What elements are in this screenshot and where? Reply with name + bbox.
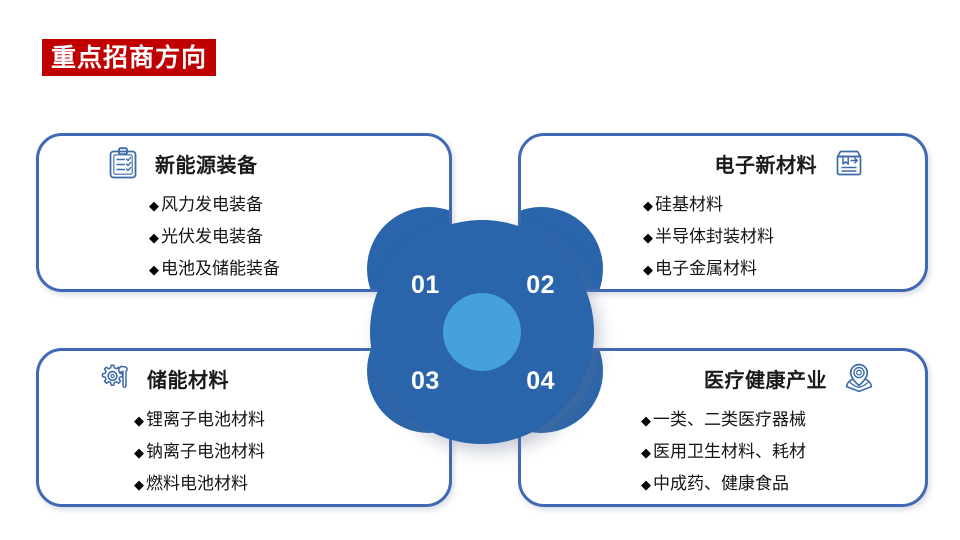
card-bullet-list: ◆ 硅基材料 ◆ 半导体封装材料 ◆ 电子金属材料 — [643, 190, 774, 279]
card-title: 电子新材料 — [714, 154, 817, 177]
list-item-label: 风力发电装备 — [161, 195, 263, 214]
hub-number-02: 02 — [526, 271, 555, 299]
hub-number-04: 04 — [526, 367, 555, 395]
bullet-marker-icon: ◆ — [149, 262, 159, 277]
list-item: ◆ 半导体封装材料 — [643, 222, 774, 247]
list-item-label: 硅基材料 — [655, 195, 723, 214]
list-item: ◆ 钠离子电池材料 — [134, 437, 265, 462]
list-item: ◆ 电池及储能装备 — [149, 254, 280, 279]
location-pin-map-icon — [841, 360, 877, 396]
card-new-energy-equipment[interactable]: 新能源装备 ◆ 风力发电装备 ◆ 光伏发电装备 ◆ 电池及储能装备 — [36, 133, 452, 292]
center-hub-inner-circle — [443, 293, 521, 371]
bullet-marker-icon: ◆ — [134, 413, 144, 428]
card-header: 新能源装备 — [105, 145, 258, 181]
list-item-label: 医用卫生材料、耗材 — [653, 442, 806, 461]
hub-number-01: 01 — [411, 271, 440, 299]
card-title: 医疗健康产业 — [704, 369, 827, 392]
bullet-marker-icon: ◆ — [134, 477, 144, 492]
list-item-label: 电子金属材料 — [655, 259, 757, 278]
list-item-label: 燃料电池材料 — [146, 474, 248, 493]
card-title: 储能材料 — [147, 369, 229, 392]
list-item-label: 锂离子电池材料 — [146, 410, 265, 429]
list-item: ◆ 风力发电装备 — [149, 190, 280, 215]
page-title: 重点招商方向 — [51, 43, 208, 72]
card-bullet-list: ◆ 一类、二类医疗器械 ◆ 医用卫生材料、耗材 ◆ 中成药、健康食品 — [641, 405, 806, 494]
bullet-marker-icon: ◆ — [149, 230, 159, 245]
bullet-marker-icon: ◆ — [134, 445, 144, 460]
list-item: ◆ 中成药、健康食品 — [641, 469, 806, 494]
card-header: 医疗健康产业 — [704, 360, 877, 396]
list-item: ◆ 硅基材料 — [643, 190, 774, 215]
bullet-marker-icon: ◆ — [643, 198, 653, 213]
card-header: 电子新材料 — [715, 145, 868, 181]
list-item: ◆ 燃料电池材料 — [134, 469, 265, 494]
list-item: ◆ 一类、二类医疗器械 — [641, 405, 806, 430]
list-item-label: 钠离子电池材料 — [146, 442, 265, 461]
list-item: ◆ 光伏发电装备 — [149, 222, 280, 247]
list-item-label: 中成药、健康食品 — [653, 474, 789, 493]
hub-number-03: 03 — [411, 367, 440, 395]
card-electronic-new-materials[interactable]: 电子新材料 ◆ 硅基材料 ◆ 半导体封装材料 — [518, 133, 928, 292]
bullet-marker-icon: ◆ — [643, 262, 653, 277]
bullet-marker-icon: ◆ — [641, 445, 651, 460]
bullet-marker-icon: ◆ — [643, 230, 653, 245]
card-bullet-list: ◆ 锂离子电池材料 ◆ 钠离子电池材料 ◆ 燃料电池材料 — [134, 405, 265, 494]
list-item: ◆ 医用卫生材料、耗材 — [641, 437, 806, 462]
list-item: ◆ 锂离子电池材料 — [134, 405, 265, 430]
bullet-marker-icon: ◆ — [149, 198, 159, 213]
clipboard-checklist-icon — [105, 145, 141, 181]
list-item-label: 半导体封装材料 — [655, 227, 774, 246]
gear-wrench-icon — [97, 360, 133, 396]
bullet-marker-icon: ◆ — [641, 477, 651, 492]
package-box-arrow-icon — [831, 145, 867, 181]
list-item-label: 光伏发电装备 — [161, 227, 263, 246]
list-item-label: 一类、二类医疗器械 — [653, 410, 806, 429]
list-item: ◆ 电子金属材料 — [643, 254, 774, 279]
card-bullet-list: ◆ 风力发电装备 ◆ 光伏发电装备 ◆ 电池及储能装备 — [149, 190, 280, 279]
page-title-banner: 重点招商方向 — [42, 39, 217, 76]
card-header: 储能材料 — [97, 360, 229, 396]
bullet-marker-icon: ◆ — [641, 413, 651, 428]
center-hub: 01 02 03 04 — [370, 220, 594, 444]
card-title: 新能源装备 — [155, 154, 258, 177]
list-item-label: 电池及储能装备 — [161, 259, 280, 278]
